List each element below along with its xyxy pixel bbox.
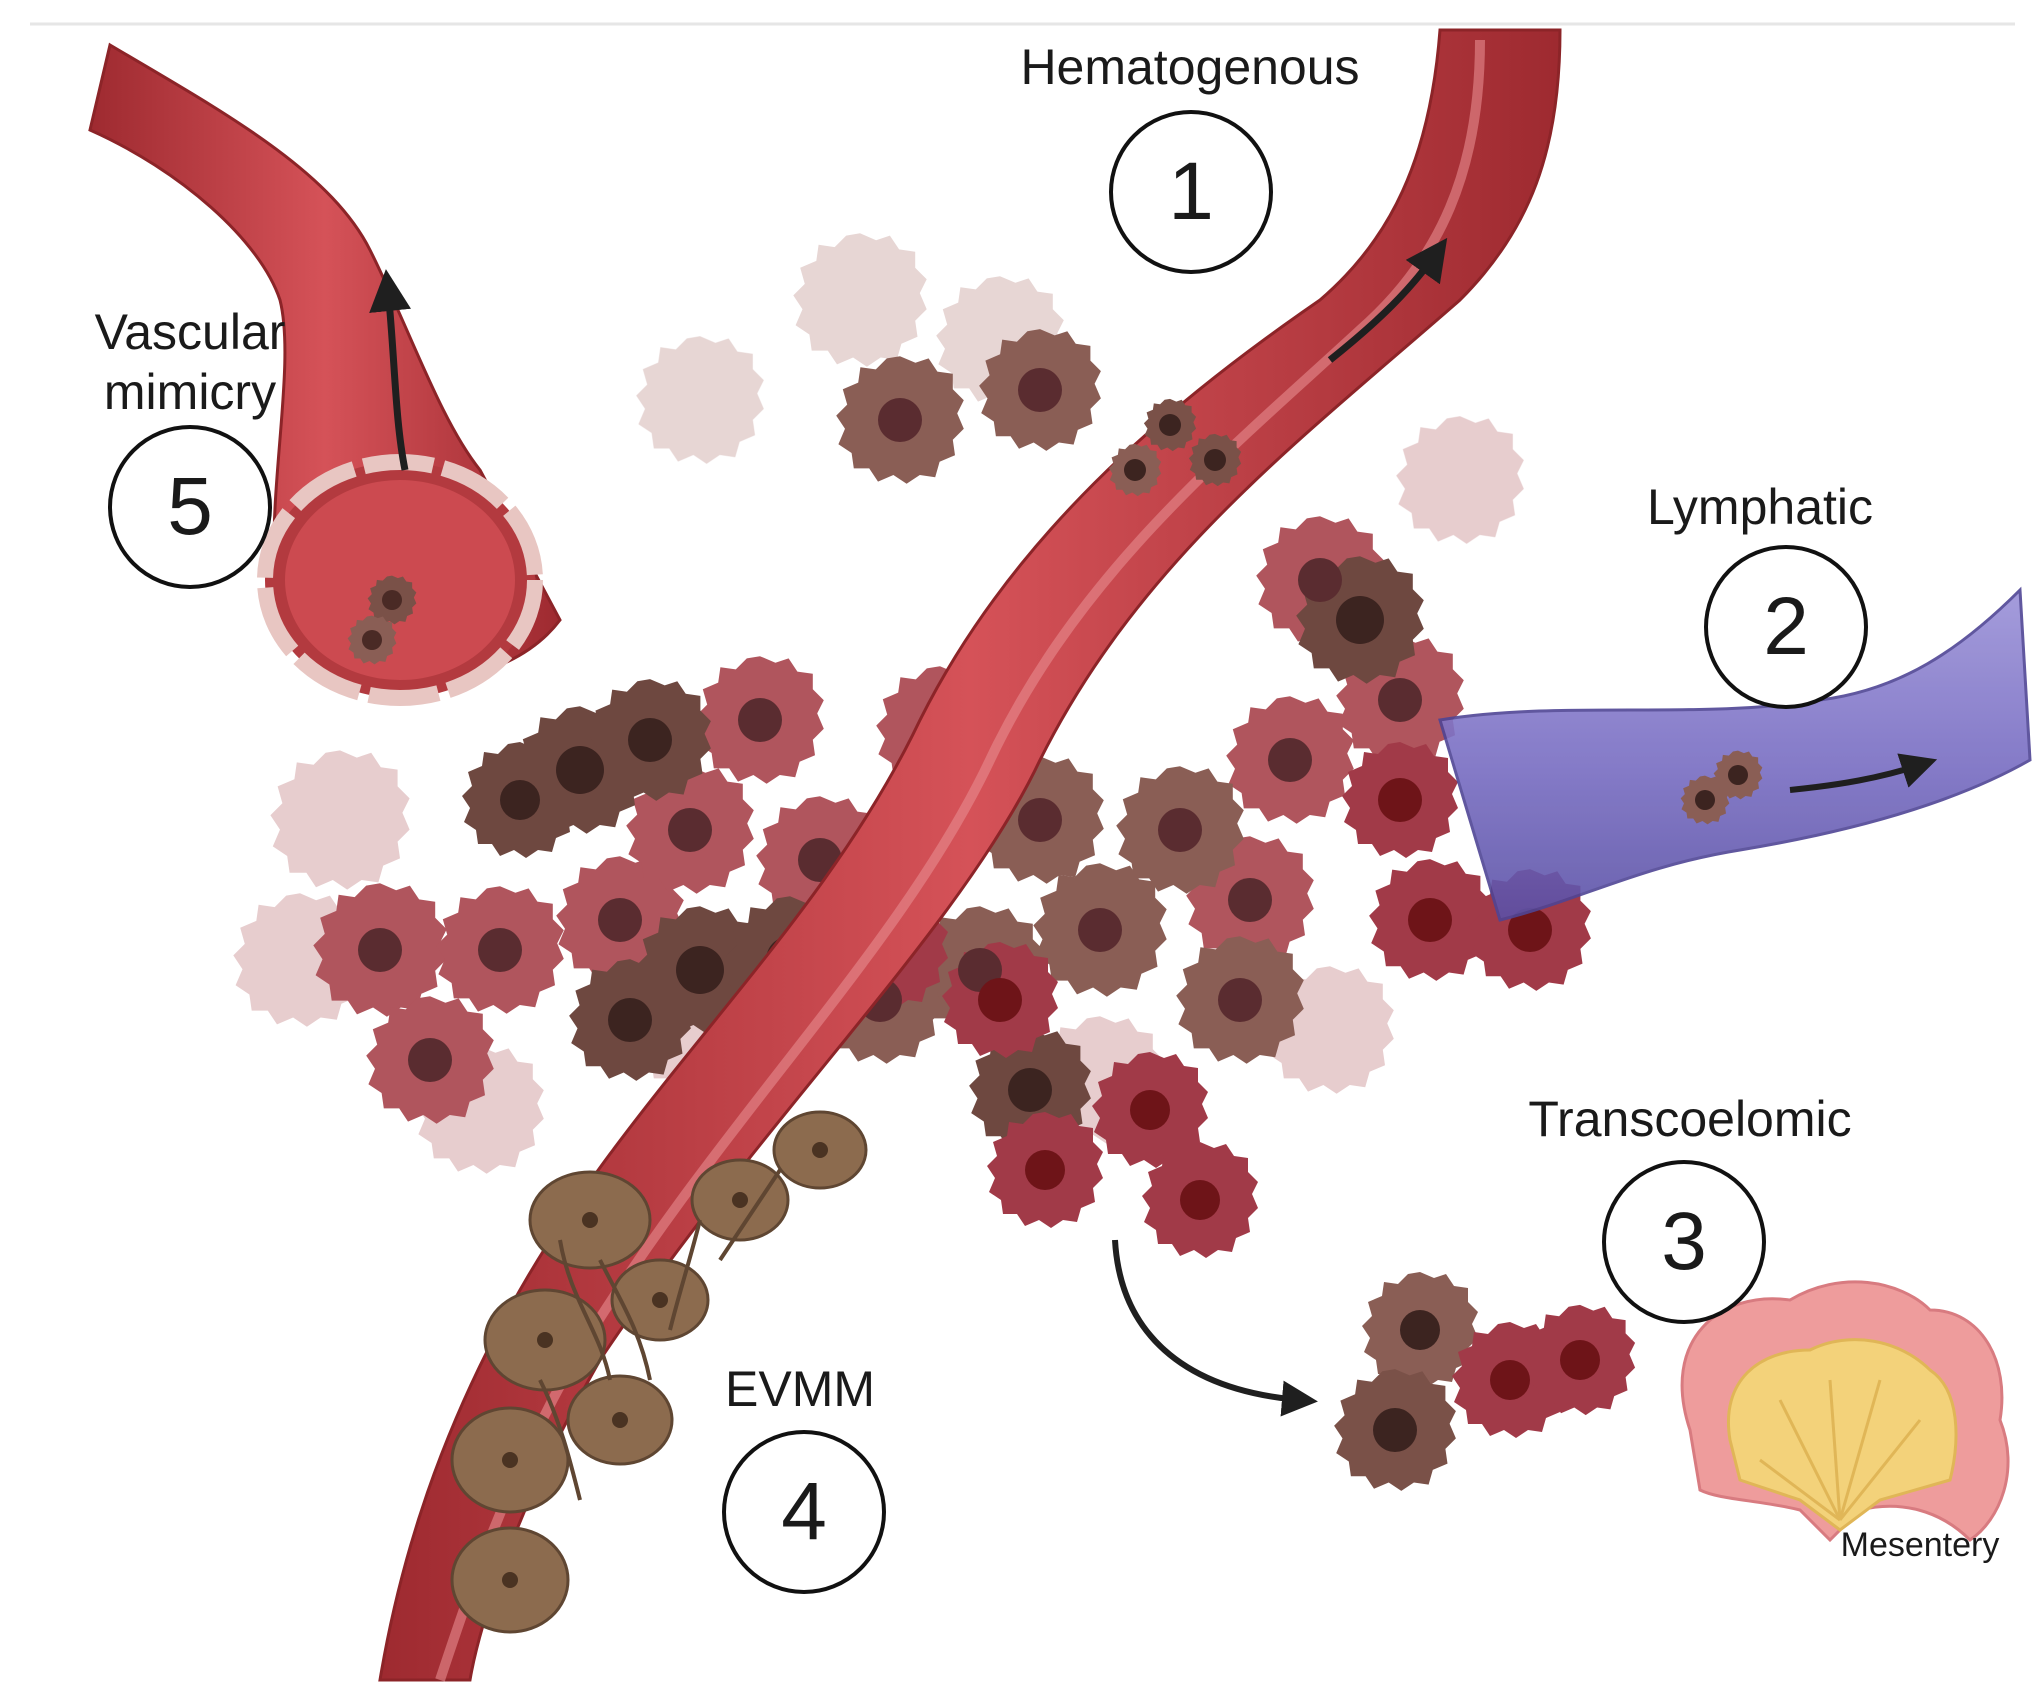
route-number-2: 2: [1704, 545, 1868, 709]
hematogenous-label: Hematogenous: [1020, 39, 1360, 95]
evmm-label: EVMM: [725, 1361, 875, 1417]
vascular-mimicry-vessel: [88, 42, 562, 706]
lymphatic-flow-arrow: [1789, 753, 1938, 793]
mesentery-organ: [1680, 1280, 2010, 1543]
route-number-1: 1: [1109, 110, 1273, 274]
evmm-filopodia: [538, 1168, 782, 1501]
hematogenous-flow-arrow: [1327, 237, 1448, 363]
vascular-mimicry-label-line1: Vascular: [94, 304, 286, 360]
lymphatic-label: Lymphatic: [1646, 479, 1874, 535]
route-number-4: 4: [722, 1430, 886, 1594]
mesentery-label: Mesentery: [1840, 1526, 2000, 1564]
route-number-5: 5: [108, 425, 272, 589]
transcoelomic-shed-cells: [987, 1052, 1258, 1258]
transcoelomic-arrow: [1112, 1239, 1318, 1417]
vascular-mimicry-label-line2: mimicry: [103, 364, 277, 420]
transcoelomic-label: Transcoelomic: [1528, 1091, 1852, 1147]
vascular-mimicry-flow-arrow: [369, 269, 411, 471]
lymphatic-vessel: [1438, 586, 2032, 922]
transcoelomic-cell-cluster: [1334, 1272, 1636, 1491]
route-number-3: 3: [1602, 1160, 1766, 1324]
